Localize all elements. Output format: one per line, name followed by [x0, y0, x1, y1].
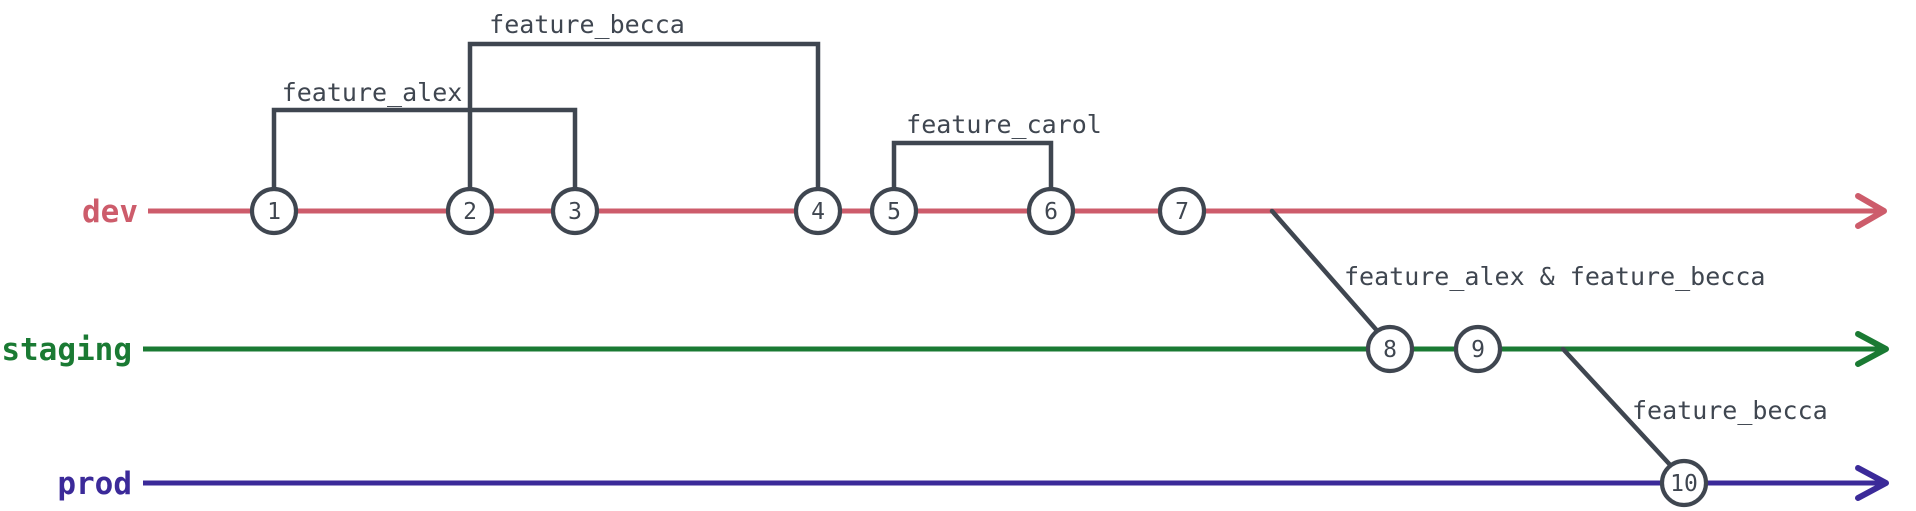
- commit-node-3[interactable]: 3: [550, 186, 600, 236]
- commit-label-1: 1: [267, 199, 281, 225]
- commit-label-4: 4: [811, 199, 825, 225]
- commit-label-9: 9: [1471, 337, 1485, 363]
- commit-nodes-group: 1 2 3 4 5 6 7: [249, 186, 1709, 508]
- feature-bracket-feature_carol: [891, 140, 1054, 211]
- merge-label-staging-to-prod: feature_becca: [1632, 396, 1828, 425]
- feature-label-feature_becca: feature_becca: [489, 10, 685, 39]
- commit-label-5: 5: [887, 199, 901, 225]
- commit-node-7[interactable]: 7: [1157, 186, 1207, 236]
- commit-node-10[interactable]: 10: [1659, 458, 1709, 508]
- commit-label-2: 2: [463, 199, 477, 225]
- feature-bracket-feature_becca: [467, 41, 821, 211]
- commit-node-1[interactable]: 1: [249, 186, 299, 236]
- commit-node-4[interactable]: 4: [793, 186, 843, 236]
- feature-labels-group: feature_alex feature_becca feature_carol: [282, 10, 1102, 139]
- commit-node-8[interactable]: 8: [1365, 324, 1415, 374]
- merge-lines-group: [1269, 208, 1676, 471]
- merge-label-dev-to-staging: feature_alex & feature_becca: [1344, 262, 1765, 291]
- branch-arrow-prod: [1855, 465, 1889, 501]
- branch-name-dev: dev: [82, 194, 138, 230]
- commit-node-9[interactable]: 9: [1453, 324, 1503, 374]
- merge-line-dev-to-staging: [1269, 208, 1383, 337]
- branch-arrow-staging: [1855, 331, 1889, 367]
- feature-brackets-group: [271, 41, 1054, 211]
- commit-label-3: 3: [568, 199, 582, 225]
- merge-labels-group: feature_alex & feature_becca feature_bec…: [1344, 262, 1828, 425]
- feature-label-feature_alex: feature_alex: [282, 78, 463, 107]
- commit-node-5[interactable]: 5: [869, 186, 919, 236]
- feature-label-feature_carol: feature_carol: [906, 110, 1102, 139]
- commit-label-8: 8: [1383, 337, 1397, 363]
- merge-line-staging-to-prod: [1560, 346, 1676, 471]
- branch-name-staging: staging: [1, 332, 132, 368]
- branch-name-prod: prod: [57, 466, 132, 502]
- branch-lines-group: [143, 193, 1889, 501]
- commit-label-7: 7: [1175, 199, 1189, 225]
- commit-label-6: 6: [1044, 199, 1058, 225]
- branch-arrow-dev: [1855, 193, 1887, 229]
- commit-label-10: 10: [1670, 471, 1698, 497]
- branch-name-labels-group: dev staging prod: [1, 194, 138, 502]
- feature-bracket-feature_alex: [271, 107, 578, 211]
- commit-node-2[interactable]: 2: [445, 186, 495, 236]
- commit-node-6[interactable]: 6: [1026, 186, 1076, 236]
